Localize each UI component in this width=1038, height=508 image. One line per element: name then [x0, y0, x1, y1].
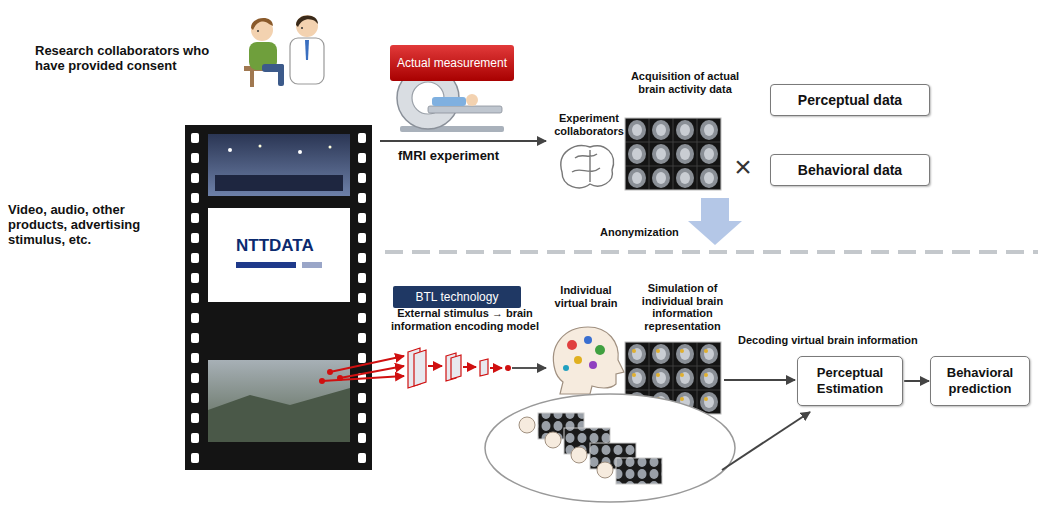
- encoding-model: [322, 348, 546, 388]
- text-label: External stimulus → brain information en…: [380, 307, 550, 332]
- node-text: BTL technology: [416, 290, 499, 304]
- text-label: Decoding virtual brain information: [738, 334, 948, 347]
- node-text: Actual measurement: [397, 56, 507, 70]
- connector-arrow: [904, 380, 929, 382]
- node-text: Perceptual data: [798, 92, 902, 108]
- process-box: Perceptual Estimation: [797, 356, 903, 406]
- text-label: Simulation of individual brain informati…: [625, 282, 740, 333]
- brain-population: [485, 394, 735, 502]
- fmri-arrow: [380, 140, 546, 142]
- brain-scan-grid: [625, 118, 721, 190]
- virtual-brain: [553, 327, 624, 394]
- decoding-arrow: [724, 379, 795, 381]
- node-text: Behavioral prediction: [937, 365, 1023, 396]
- data-box: Behavioral data: [770, 154, 930, 186]
- film-strip: [185, 125, 372, 470]
- consent-people: [244, 15, 324, 87]
- text-label: Anonymization: [598, 226, 686, 239]
- data-box: Perceptual data: [770, 84, 930, 116]
- text-label: fMRI experiment: [398, 149, 548, 164]
- text-label: Video, audio, other products, advertisin…: [8, 203, 180, 248]
- text-label: NTTDATA: [236, 236, 346, 256]
- population-arrow: [722, 412, 810, 470]
- measurement-tab: Actual measurement: [390, 45, 514, 81]
- text-label: Individual virtual brain: [552, 284, 620, 309]
- node-text: Behavioral data: [798, 162, 902, 178]
- node-text: Perceptual Estimation: [804, 365, 896, 396]
- text-label: ×: [728, 152, 758, 182]
- separator-line: [385, 250, 1038, 254]
- text-label: Research collaborators who have provided…: [35, 44, 225, 74]
- process-box: Behavioral prediction: [930, 356, 1030, 406]
- text-label: Experiment collaborators: [553, 112, 625, 137]
- brain-outline: [561, 146, 614, 188]
- technology-tab: BTL technology: [393, 286, 521, 308]
- anonymization-arrow: [688, 198, 742, 245]
- text-label: Acquisition of actual brain activity dat…: [625, 70, 745, 95]
